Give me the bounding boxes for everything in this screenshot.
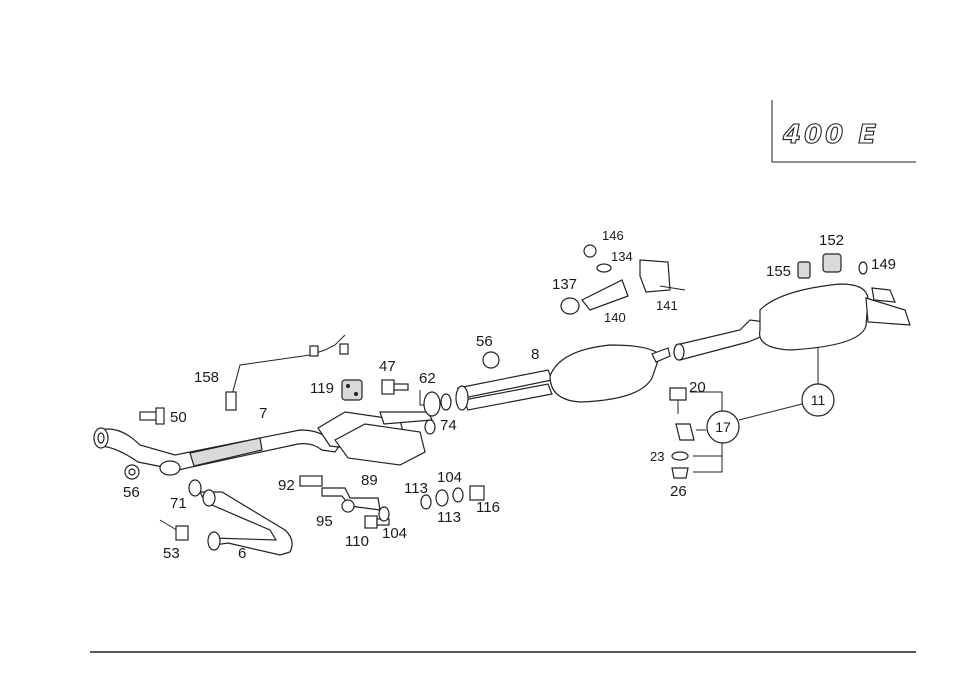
bolt-47 bbox=[381, 379, 409, 395]
label-137: 137 bbox=[552, 276, 577, 293]
label-140: 140 bbox=[604, 310, 626, 325]
label-11: 11 bbox=[811, 392, 826, 408]
label-92: 92 bbox=[278, 477, 295, 494]
label-104a: 104 bbox=[382, 525, 407, 542]
label-56b: 56 bbox=[476, 333, 493, 350]
washer-149 bbox=[858, 261, 868, 275]
label-116: 116 bbox=[476, 499, 500, 516]
bolt-116 bbox=[469, 485, 485, 501]
label-113b: 113 bbox=[437, 509, 461, 526]
label-113a: 113 bbox=[404, 480, 428, 497]
label-104b: 104 bbox=[437, 469, 462, 486]
rear-muffler-11 bbox=[673, 283, 911, 385]
clamp-62-74 bbox=[419, 390, 452, 417]
bolt-53 bbox=[159, 519, 189, 541]
fastener-group-17 bbox=[669, 383, 835, 479]
label-119: 119 bbox=[310, 380, 334, 397]
front-pipe-7 bbox=[93, 427, 341, 471]
nut-56a bbox=[124, 464, 140, 480]
label-149: 149 bbox=[871, 256, 896, 273]
pipe-6 bbox=[199, 489, 293, 556]
label-89: 89 bbox=[361, 472, 378, 489]
middle-muffler-8 bbox=[455, 344, 671, 411]
label-74: 74 bbox=[440, 417, 457, 434]
label-26: 26 bbox=[670, 483, 687, 500]
label-146: 146 bbox=[602, 228, 624, 243]
label-6: 6 bbox=[238, 545, 246, 562]
label-62: 62 bbox=[419, 370, 436, 387]
oxygen-sensor-158 bbox=[225, 334, 349, 411]
label-158: 158 bbox=[194, 369, 219, 386]
label-47: 47 bbox=[379, 358, 396, 375]
bolt-50 bbox=[139, 407, 165, 425]
mount-152 bbox=[822, 253, 842, 273]
rubber-155 bbox=[797, 261, 811, 279]
model-badge: 400 E bbox=[771, 100, 916, 163]
catalytic-converters bbox=[317, 411, 436, 466]
label-8: 8 bbox=[531, 346, 539, 363]
label-110: 110 bbox=[345, 533, 369, 550]
washer-104a bbox=[378, 506, 390, 522]
label-7: 7 bbox=[259, 405, 267, 422]
part-labels: 158 7 50 56 71 53 6 119 47 62 74 92 89 9… bbox=[123, 228, 896, 562]
label-56a: 56 bbox=[123, 484, 140, 501]
nut-95 bbox=[341, 499, 355, 513]
clip-92 bbox=[299, 475, 323, 487]
mount-119 bbox=[341, 379, 363, 401]
gasket-71 bbox=[159, 460, 202, 497]
label-17: 17 bbox=[715, 419, 731, 435]
label-152: 152 bbox=[819, 232, 844, 249]
model-badge-text: 400 E bbox=[782, 120, 879, 150]
label-155: 155 bbox=[766, 263, 791, 280]
label-50: 50 bbox=[170, 409, 187, 426]
label-53: 53 bbox=[163, 545, 180, 562]
label-23: 23 bbox=[650, 449, 664, 464]
washers-113-104b bbox=[420, 487, 464, 510]
label-71: 71 bbox=[170, 495, 187, 512]
label-141: 141 bbox=[656, 298, 678, 313]
hanger-set-137-141 bbox=[560, 244, 686, 315]
label-20: 20 bbox=[689, 379, 706, 396]
label-134: 134 bbox=[611, 249, 633, 264]
label-95: 95 bbox=[316, 513, 333, 530]
